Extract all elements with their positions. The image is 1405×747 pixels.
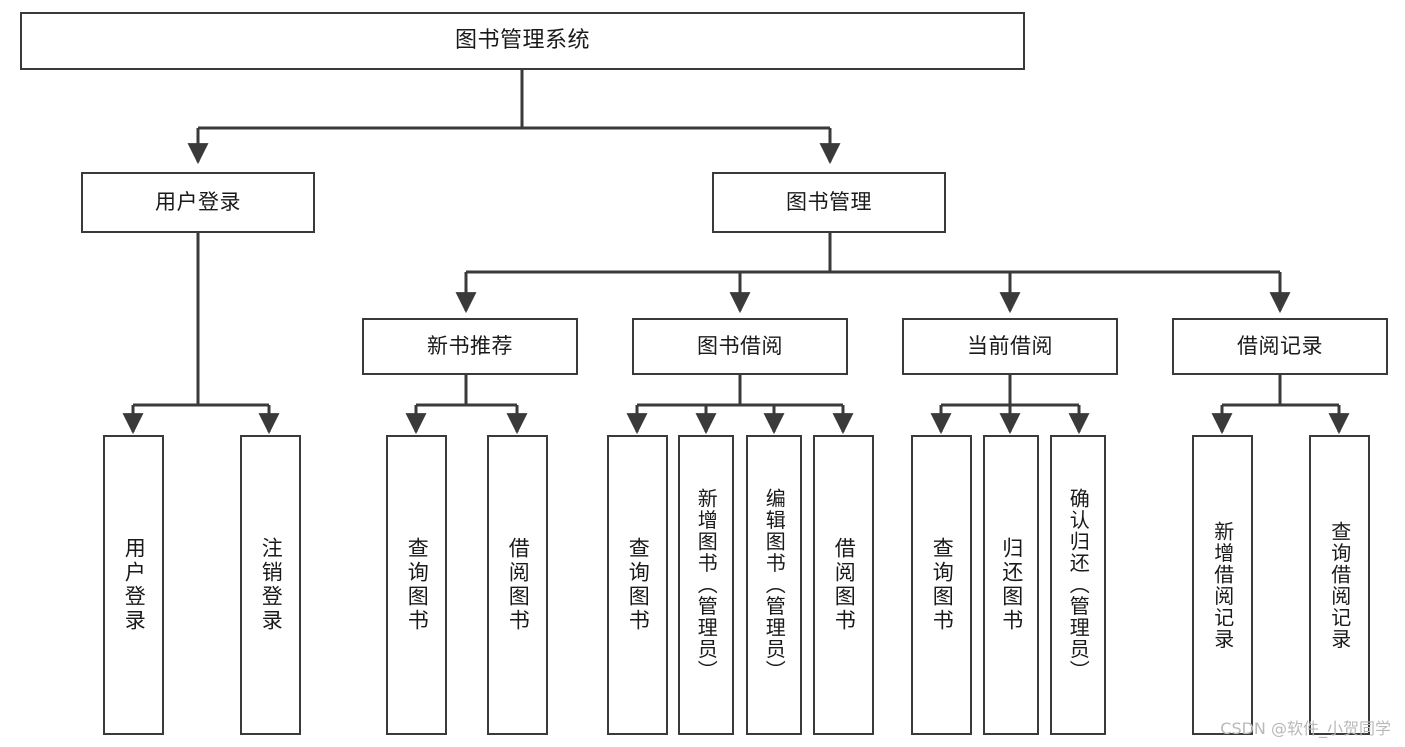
node-label: 用户登录 <box>122 537 147 633</box>
node-leaf-logout[interactable]: 注销登录 <box>240 435 301 735</box>
watermark-text: CSDN @软件_小贺同学 <box>1220 719 1391 738</box>
node-label: 借阅记录 <box>1237 333 1323 358</box>
node-label: 查询借阅记录 <box>1327 520 1352 650</box>
node-leaf-borrow-book-recommend[interactable]: 借阅图书 <box>487 435 548 735</box>
node-label: 归还图书 <box>999 537 1024 633</box>
node-leaf-return-book[interactable]: 归还图书 <box>983 435 1039 735</box>
node-book-management[interactable]: 图书管理 <box>712 172 946 233</box>
node-label: 图书管理系统 <box>454 27 590 53</box>
node-label: 查询图书 <box>930 537 955 633</box>
node-leaf-borrow-book[interactable]: 借阅图书 <box>813 435 874 735</box>
node-leaf-confirm-return-admin[interactable]: 确认归还（管理员） <box>1050 435 1106 735</box>
node-user-login[interactable]: 用户登录 <box>81 172 315 233</box>
node-label: 图书管理 <box>786 189 872 214</box>
node-borrow-records[interactable]: 借阅记录 <box>1172 318 1388 375</box>
node-label: 查询图书 <box>405 537 430 633</box>
node-leaf-query-borrow-record[interactable]: 查询借阅记录 <box>1309 435 1370 735</box>
node-leaf-add-book-admin[interactable]: 新增图书（管理员） <box>678 435 734 735</box>
node-label: 新增图书（管理员） <box>694 488 719 682</box>
node-leaf-query-book-current[interactable]: 查询图书 <box>911 435 972 735</box>
node-root-system[interactable]: 图书管理系统 <box>20 12 1025 70</box>
node-book-borrow[interactable]: 图书借阅 <box>632 318 848 375</box>
node-leaf-user-login[interactable]: 用户登录 <box>103 435 164 735</box>
node-leaf-add-borrow-record[interactable]: 新增借阅记录 <box>1192 435 1253 735</box>
node-label: 查询图书 <box>626 537 651 633</box>
node-leaf-edit-book-admin[interactable]: 编辑图书（管理员） <box>746 435 802 735</box>
node-new-book-recommend[interactable]: 新书推荐 <box>362 318 578 375</box>
node-label: 借阅图书 <box>832 537 857 633</box>
node-label: 确认归还（管理员） <box>1066 488 1091 682</box>
node-label: 新增借阅记录 <box>1210 520 1235 650</box>
node-label: 注销登录 <box>259 537 284 633</box>
node-label: 用户登录 <box>155 189 241 214</box>
node-leaf-query-book-recommend[interactable]: 查询图书 <box>386 435 447 735</box>
node-label: 新书推荐 <box>427 333 513 358</box>
node-leaf-query-book-borrow[interactable]: 查询图书 <box>607 435 668 735</box>
node-current-borrow[interactable]: 当前借阅 <box>902 318 1118 375</box>
node-label: 图书借阅 <box>697 333 783 358</box>
node-label: 当前借阅 <box>967 333 1053 358</box>
node-label: 编辑图书（管理员） <box>762 488 787 682</box>
node-label: 借阅图书 <box>506 537 531 633</box>
